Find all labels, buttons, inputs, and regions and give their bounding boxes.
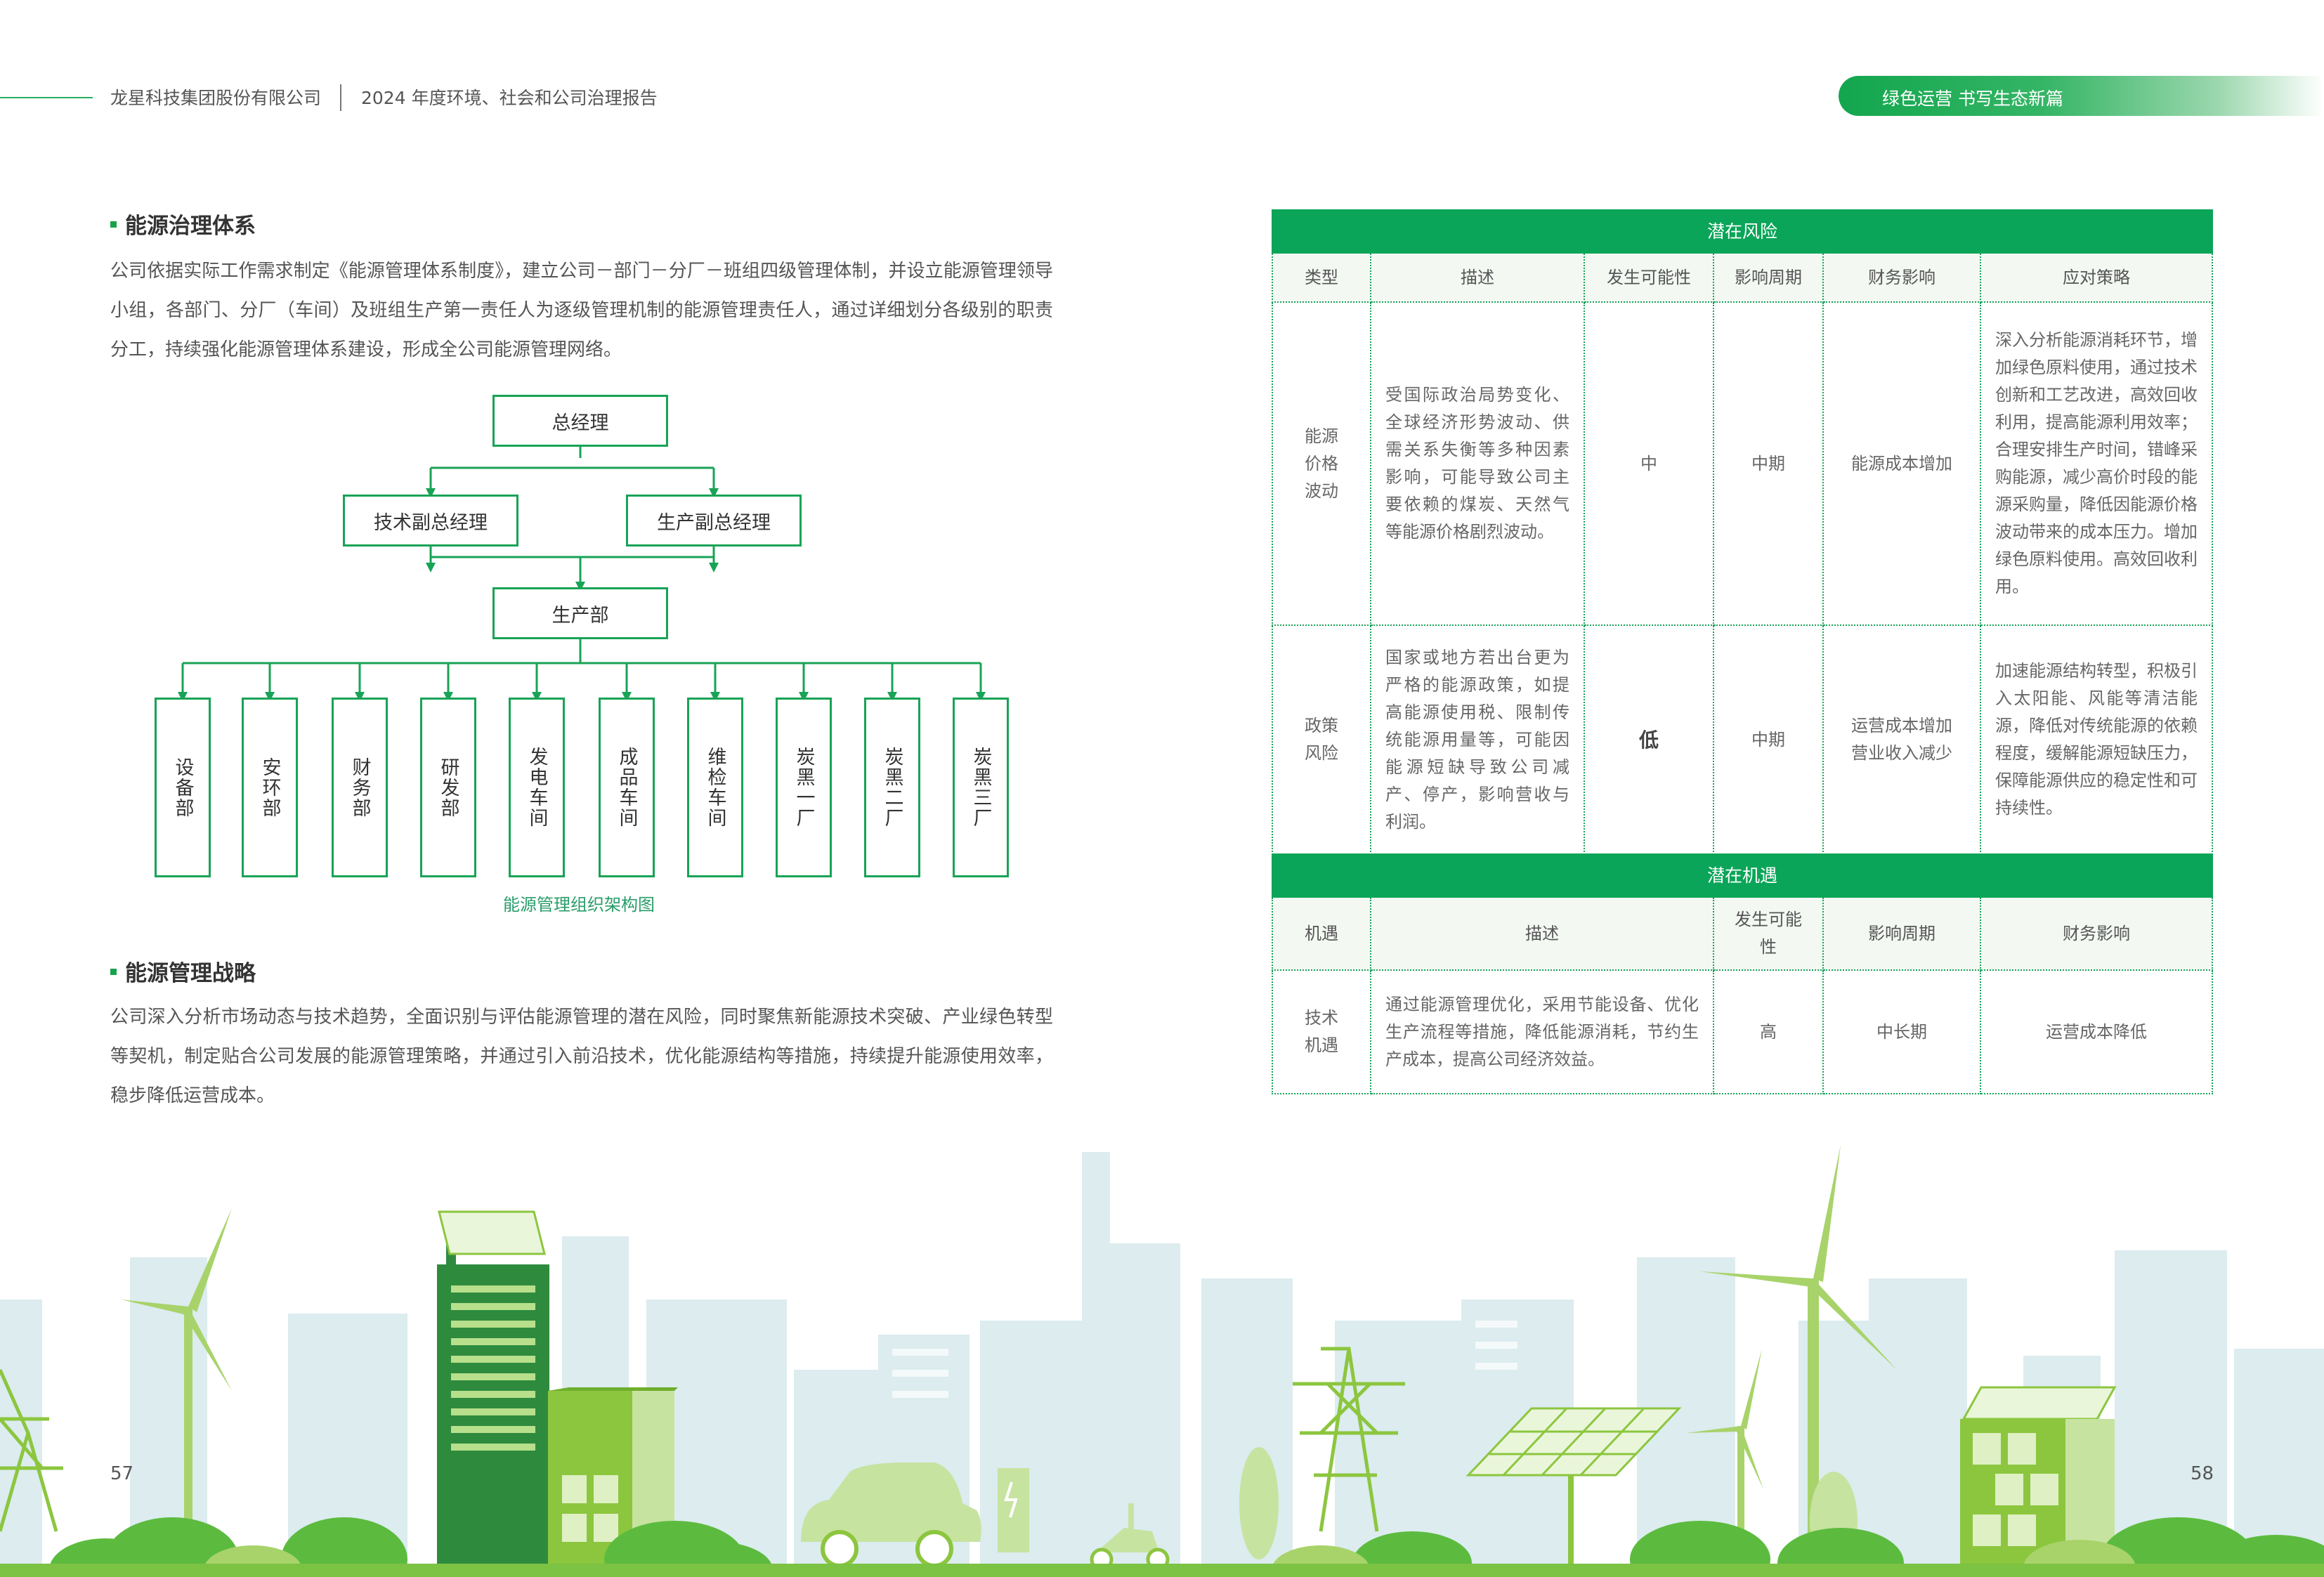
risk-header-impact: 财务影响 <box>1822 252 1981 303</box>
org-unit: 维检车间 <box>687 698 743 877</box>
bullet-square-icon <box>110 969 117 975</box>
governance-heading: 能源治理体系 <box>110 208 256 240</box>
org-node-middle: 生产部 <box>492 587 668 639</box>
risk-table: 潜在风险 类型 描述 发生可能性 影响周期 财务影响 应对策略 能源价格波动 受… <box>1271 209 2214 855</box>
org-node-deputy-tech: 技术副总经理 <box>343 495 518 547</box>
page-number-left: 57 <box>110 1463 134 1484</box>
risk-impact: 运营成本增加营业收入减少 <box>1822 624 1981 855</box>
page-number-right: 58 <box>2191 1463 2214 1484</box>
org-unit: 炭黑三厂 <box>953 698 1009 877</box>
org-chart-caption: 能源管理组织架构图 <box>503 895 655 915</box>
risk-period: 中期 <box>1713 301 1824 626</box>
risk-likelihood: 中 <box>1584 301 1714 626</box>
org-chart-connectors <box>178 445 986 702</box>
header-rule <box>0 97 93 98</box>
opp-type: 技术机遇 <box>1272 969 1371 1094</box>
risk-period: 中期 <box>1713 624 1824 855</box>
org-unit: 炭黑一厂 <box>776 698 832 877</box>
risk-header-strategy: 应对策略 <box>1979 252 2214 303</box>
opp-likelihood: 高 <box>1713 969 1824 1094</box>
org-unit: 安环部 <box>242 698 298 877</box>
table-row: 政策风险 国家或地方若出台更为严格的能源政策，如提高能源使用税、限制传统能源用量… <box>1272 624 2214 855</box>
opp-header-type: 机遇 <box>1272 896 1371 971</box>
risk-impact: 能源成本增加 <box>1822 301 1981 626</box>
report-title: 2024 年度环境、社会和公司治理报告 <box>361 88 658 108</box>
section-tag-label: 绿色运营 书写生态新篇 <box>1882 89 2063 109</box>
risk-desc: 国家或地方若出台更为严格的能源政策，如提高能源使用税、限制传统能源用量等，可能因… <box>1370 624 1585 855</box>
governance-title: 能源治理体系 <box>125 214 256 239</box>
risk-header-type: 类型 <box>1272 252 1371 303</box>
risk-strategy: 深入分析能源消耗环节，增加绿色原料使用，通过技术创新和工艺改进，高效回收利用，提… <box>1979 301 2214 626</box>
risk-table-title: 潜在风险 <box>1271 209 2214 254</box>
company-name: 龙星科技集团股份有限公司 <box>110 88 322 108</box>
strategy-paragraph: 公司深入分析市场动态与技术趋势，全面识别与评估能源管理的潜在风险，同时聚焦新能源… <box>110 1007 1053 1106</box>
risk-header-period: 影响周期 <box>1713 252 1824 303</box>
strategy-title: 能源管理战略 <box>125 961 256 986</box>
risk-type: 能源价格波动 <box>1272 301 1371 626</box>
risk-desc: 受国际政治局势变化、全球经济形势波动、供需关系失衡等多种因素影响，可能导致公司主… <box>1370 301 1585 626</box>
opp-desc: 通过能源管理优化，采用节能设备、优化生产流程等措施，降低能源消耗，节约生产成本，… <box>1370 969 1714 1094</box>
table-row: 能源价格波动 受国际政治局势变化、全球经济形势波动、供需关系失衡等多种因素影响，… <box>1272 301 2214 626</box>
opp-period: 中长期 <box>1822 969 1981 1094</box>
opp-header-likelihood: 发生可能性 <box>1713 896 1824 971</box>
org-unit: 设备部 <box>155 698 211 877</box>
opportunity-table-title: 潜在机遇 <box>1272 853 2213 898</box>
section-tag: 绿色运营 书写生态新篇 <box>1839 76 2324 116</box>
org-unit: 成品车间 <box>599 698 655 877</box>
opp-header-impact: 财务影响 <box>1980 896 2213 971</box>
org-node-top: 总经理 <box>492 395 668 447</box>
org-unit: 炭黑二厂 <box>864 698 920 877</box>
bullet-square-icon <box>110 221 117 228</box>
opp-impact: 运营成本降低 <box>1980 969 2213 1094</box>
green-city-illustration <box>0 1145 2324 1577</box>
risk-likelihood: 低 <box>1584 624 1714 855</box>
strategy-heading: 能源管理战略 <box>110 955 256 987</box>
risk-header-likelihood: 发生可能性 <box>1584 252 1714 303</box>
risk-header-desc: 描述 <box>1370 252 1585 303</box>
opportunity-table: 潜在机遇 机遇 描述 发生可能性 影响周期 财务影响 技术机遇 通过能源管理优化… <box>1272 853 2213 1094</box>
table-row: 技术机遇 通过能源管理优化，采用节能设备、优化生产流程等措施，降低能源消耗，节约… <box>1272 969 2213 1094</box>
governance-paragraph: 公司依据实际工作需求制定《能源管理体系制度》，建立公司－部门－分厂－班组四级管理… <box>110 261 1053 360</box>
opp-header-desc: 描述 <box>1370 896 1714 971</box>
org-unit: 财务部 <box>332 698 388 877</box>
org-node-deputy-prod: 生产副总经理 <box>626 495 802 547</box>
risk-type: 政策风险 <box>1272 624 1371 855</box>
org-unit: 发电车间 <box>509 698 565 877</box>
risk-strategy: 加速能源结构转型，积极引入太阳能、风能等清洁能源，降低对传统能源的依赖程度，缓解… <box>1979 624 2214 855</box>
org-unit: 研发部 <box>420 698 476 877</box>
opp-header-period: 影响周期 <box>1822 896 1981 971</box>
header-divider <box>340 84 341 111</box>
